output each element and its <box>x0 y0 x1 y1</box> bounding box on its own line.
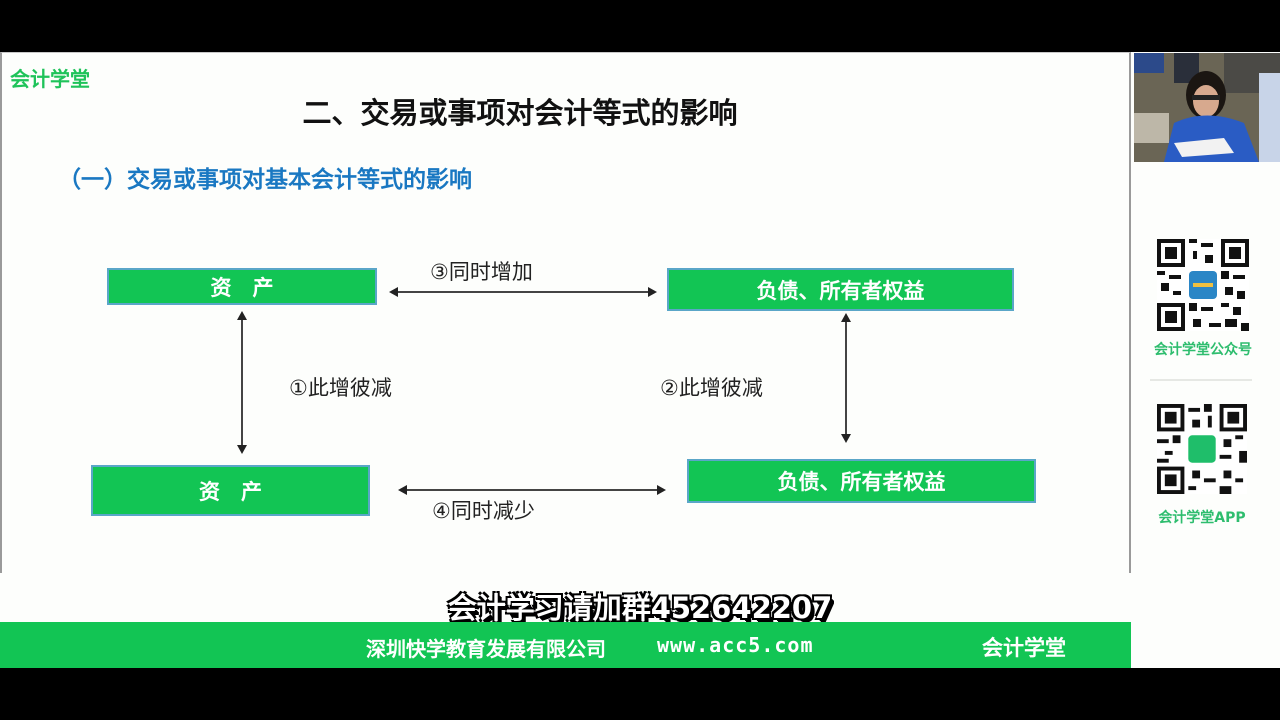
arrow-line-right <box>845 320 847 438</box>
relation-label-liabilities-swap: ②此增彼减 <box>660 376 763 400</box>
qr-code-wechat-icon[interactable] <box>1157 239 1249 331</box>
arrowhead-left-icon <box>398 485 407 495</box>
arrowhead-right-icon <box>657 485 666 495</box>
presenter-webcam <box>1134 53 1280 162</box>
arrowhead-right-icon <box>648 287 657 297</box>
box-assets-bottom: 资 产 <box>91 465 370 516</box>
arrowhead-up-icon <box>841 313 851 322</box>
box-label: 资 产 <box>199 479 262 504</box>
arrowhead-down-icon <box>841 434 851 443</box>
box-liabilities-equity-top: 负债、所有者权益 <box>667 268 1014 311</box>
brand-logo: 会计学堂 <box>10 67 90 91</box>
relation-label-increase-both: ③同时增加 <box>430 260 533 284</box>
webcam-image <box>1134 53 1280 162</box>
subtitle-caption: 会计学习请加群452642207 <box>447 591 833 625</box>
box-label: 负债、所有者权益 <box>756 278 925 303</box>
box-label: 负债、所有者权益 <box>777 470 946 494</box>
sidebar-divider <box>1150 379 1252 381</box>
footer-brand: 会计学堂 <box>982 636 1066 660</box>
arrow-line-top <box>396 291 650 293</box>
arrow-line-left <box>241 318 243 446</box>
qr-label-app: 会计学堂APP <box>1158 510 1246 526</box>
arrowhead-left-icon <box>389 287 398 297</box>
box-label: 资 产 <box>210 275 274 300</box>
arrowhead-down-icon <box>237 445 247 454</box>
slide-subtitle: （一）交易或事项对基本会计等式的影响 <box>58 167 472 193</box>
footer-company: 深圳快学教育发展有限公司 <box>366 637 606 661</box>
footer-url-link[interactable]: www.acc5.com <box>657 633 814 657</box>
footer-bar <box>0 622 1131 668</box>
relation-label-assets-swap: ①此增彼减 <box>289 376 392 400</box>
arrow-line-bottom <box>406 489 658 491</box>
box-liabilities-equity-bottom: 负债、所有者权益 <box>687 459 1036 503</box>
qr-label-wechat: 会计学堂公众号 <box>1154 342 1252 358</box>
slide-title: 二、交易或事项对会计等式的影响 <box>302 96 738 130</box>
arrowhead-up-icon <box>237 311 247 320</box>
relation-label-decrease-both: ④同时减少 <box>432 499 535 523</box>
box-assets-top: 资 产 <box>107 268 377 305</box>
qr-code-app-icon[interactable] <box>1157 404 1247 494</box>
